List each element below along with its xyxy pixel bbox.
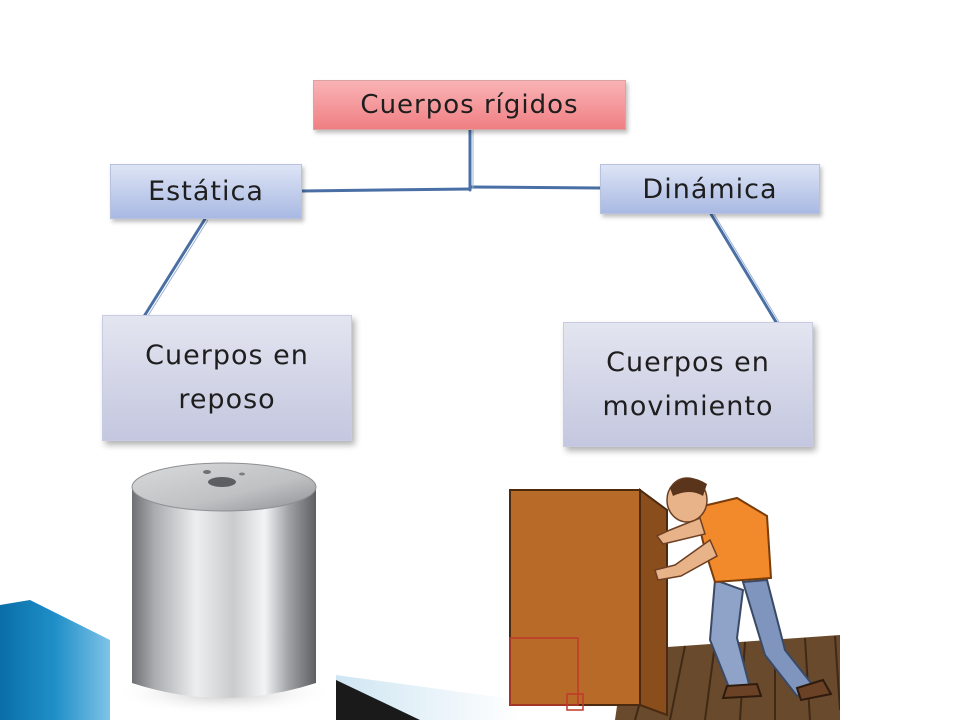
movimiento-node-label: Cuerpos en movimiento <box>602 346 774 422</box>
man-pushing-box-image <box>505 470 841 721</box>
root-node-label: Cuerpos rígidos <box>360 90 579 120</box>
dinamica-node: Dinámica <box>600 164 820 214</box>
estatica-node-label: Estática <box>148 176 264 207</box>
reposo-node: Cuerpos en reposo <box>102 315 352 441</box>
movimiento-node: Cuerpos en movimiento <box>563 322 813 447</box>
connector-estatica-reposo <box>141 217 207 320</box>
root-node: Cuerpos rígidos <box>313 80 626 130</box>
dinamica-node-label: Dinámica <box>642 173 778 205</box>
connector-dinamica-movimiento <box>709 212 778 324</box>
reposo-node-label: Cuerpos en reposo <box>145 340 309 415</box>
connector-to-dinamica <box>468 185 602 190</box>
metal-cylinder-image <box>110 455 336 720</box>
estatica-node: Estática <box>110 164 302 219</box>
connector-to-estatica <box>300 187 472 193</box>
